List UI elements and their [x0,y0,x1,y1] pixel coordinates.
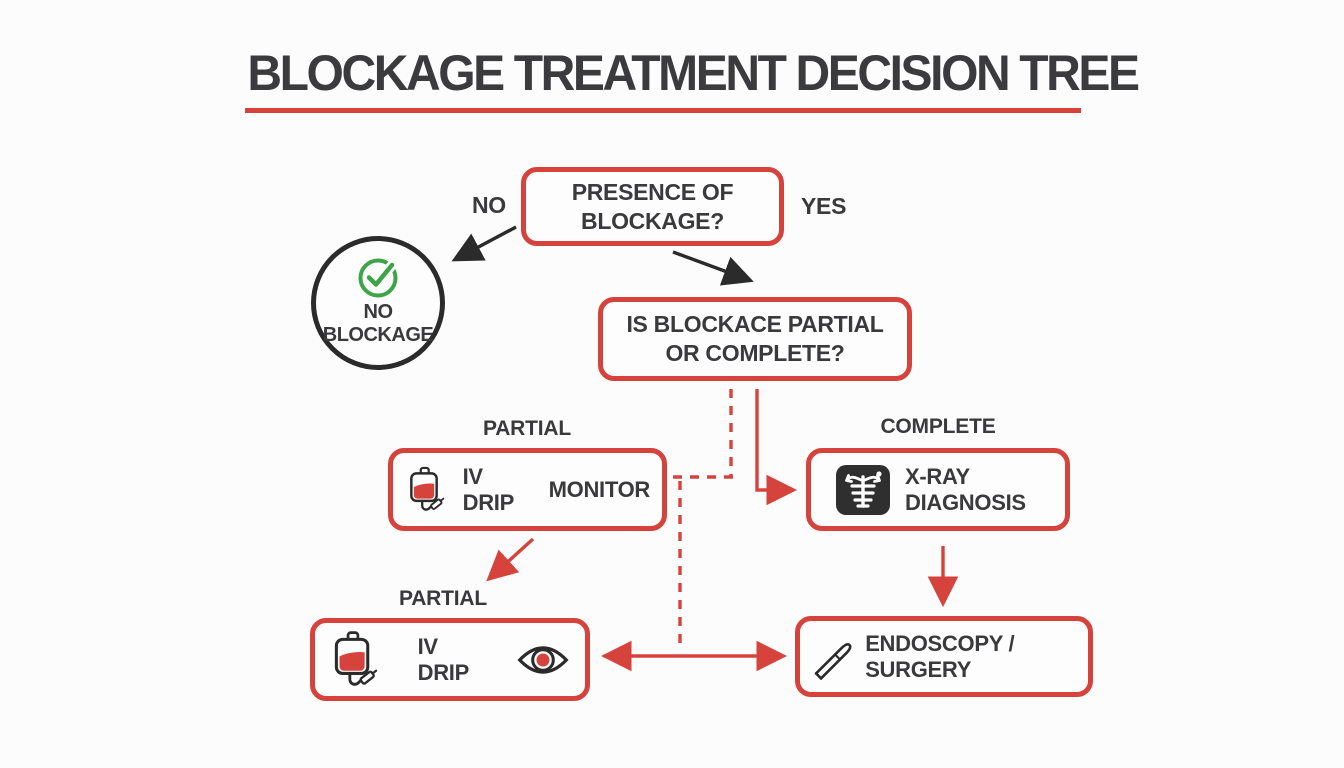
arrow-partial-down [486,537,535,582]
scalpel-icon [814,642,852,680]
edge-label-no: NO [472,192,506,218]
title-underline [245,108,1081,113]
arrow-yes [672,250,754,286]
treatment-label-xray: X-RAY DIAGNOSIS [905,464,1026,515]
page-title: BLOCKAGE TREATMENT DECISION TREE [247,45,1140,101]
edge-label-yes: YES [801,193,847,219]
iv-bag-icon [410,466,445,511]
branch-label-complete: COMPLETE [880,415,996,438]
treatment-label-iv-drip-2: IV DRIP [417,633,470,685]
treatment-xray-diagnosis: X-RAY DIAGNOSIS [806,448,1070,531]
treatment-label-monitor: MONITOR [548,476,651,502]
treatment-label-endoscopy-surgery: ENDOSCOPY / SURGERY [865,630,1015,682]
eye-icon [517,645,569,674]
arrow-complete-elbow [755,389,798,506]
branch-label-partial-2: PARTIAL [398,587,488,610]
treatment-label-iv-drip: IV DRIP [462,463,515,515]
check-circle-icon [358,258,398,298]
branch-label-partial: PARTIAL [482,417,572,440]
treatment-iv-drip-monitor: IV DRIP MONITOR [388,448,667,531]
decision-partial-or-complete: IS BLOCKACE PARTIAL OR COMPLETE? [598,297,912,381]
terminal-no-blockage [311,236,445,370]
iv-bag-icon [334,630,378,686]
treatment-endoscopy-surgery: ENDOSCOPY / SURGERY [795,616,1093,697]
treatment-iv-drip-observe: IV DRIP [310,618,590,701]
xray-icon [836,464,890,515]
arrow-no [451,225,517,262]
decision-partial-or-complete-label: IS BLOCKACE PARTIAL OR COMPLETE? [626,311,884,366]
terminal-no-blockage-label: NO BLOCKAGE [322,301,434,346]
dashed-connector [671,389,733,646]
decision-presence-of-blockage: PRESENCE OF BLOCKAGE? [521,167,784,246]
decision-presence-label: PRESENCE OF BLOCKAGE? [571,178,734,234]
